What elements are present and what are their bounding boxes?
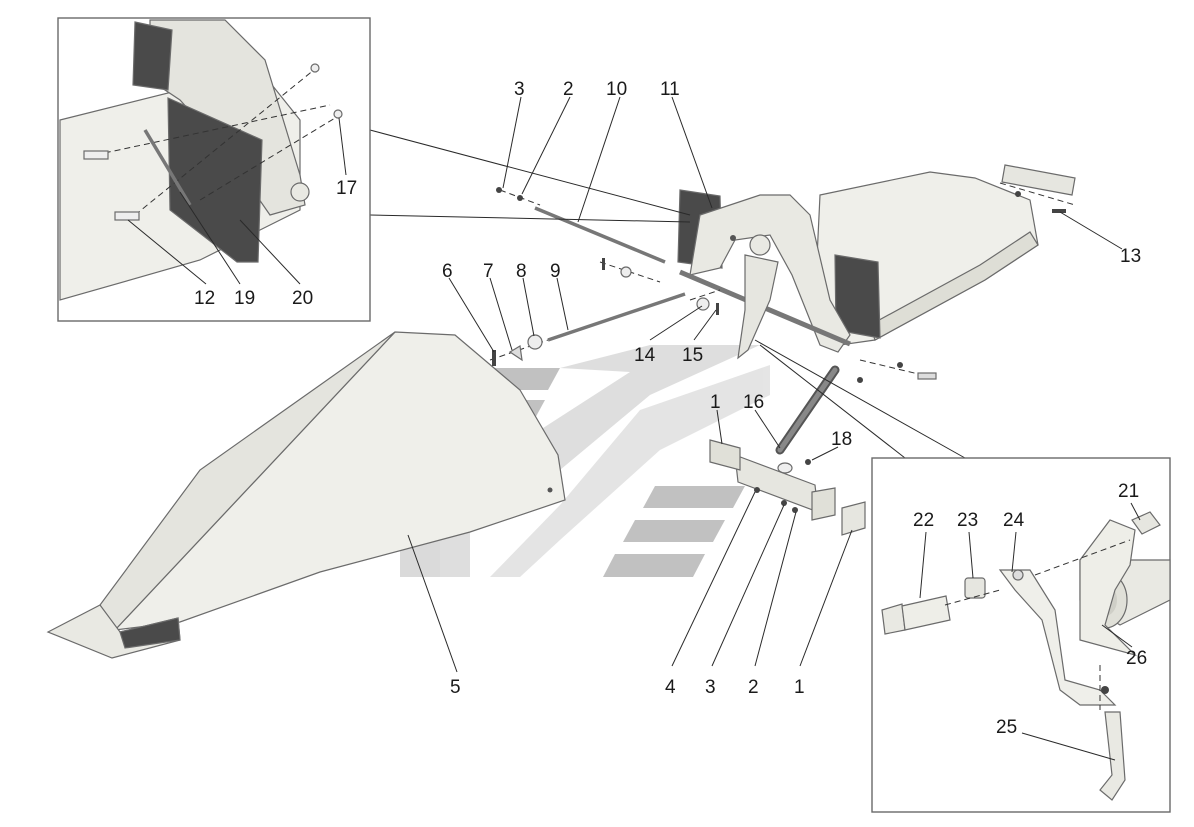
callout-3-bottom: 3 [705, 677, 716, 698]
callout-5: 5 [450, 677, 461, 698]
callout-3-top: 3 [514, 79, 525, 100]
callout-15: 15 [682, 345, 703, 366]
callout-16: 16 [743, 392, 764, 413]
lower-strut-assembly [709, 365, 866, 536]
callout-14: 14 [634, 345, 656, 366]
callout-18: 18 [831, 429, 852, 450]
callout-26: 26 [1126, 648, 1147, 669]
inset-bottom-detail [871, 457, 1171, 813]
guard-shield-part-5 [46, 331, 566, 659]
callout-6: 6 [442, 261, 453, 282]
callout-10: 10 [606, 79, 627, 100]
upper-bracket-assembly [677, 164, 1076, 360]
callout-12: 12 [194, 288, 215, 309]
callout-22: 22 [913, 510, 934, 531]
callout-17: 17 [336, 178, 357, 199]
callout-1-bottom: 1 [794, 677, 805, 698]
callout-21: 21 [1118, 481, 1139, 502]
callout-19: 19 [234, 288, 255, 309]
callout-23: 23 [957, 510, 978, 531]
callout-24: 24 [1003, 510, 1025, 531]
callout-20: 20 [292, 288, 313, 309]
callout-7: 7 [483, 261, 494, 282]
bottom-inset-callout-labels: 21 22 23 24 26 25 [913, 481, 1147, 738]
callout-11: 11 [660, 79, 680, 100]
inset-top-detail [57, 17, 371, 322]
callout-25: 25 [996, 717, 1017, 738]
main-callout-labels: 3 2 10 11 13 6 7 8 9 14 15 1 16 18 5 4 3… [442, 79, 1141, 698]
callout-2-top: 2 [563, 79, 574, 100]
rods-and-fasteners [489, 182, 1076, 383]
top-inset-callout-labels: 17 12 19 20 [194, 178, 357, 309]
callout-13: 13 [1120, 246, 1141, 267]
callout-9: 9 [550, 261, 561, 282]
callout-2-bottom: 2 [748, 677, 759, 698]
callout-1-upper: 1 [710, 392, 721, 413]
leader-lines [369, 96, 1123, 673]
callout-8: 8 [516, 261, 527, 282]
callout-4: 4 [665, 677, 676, 698]
